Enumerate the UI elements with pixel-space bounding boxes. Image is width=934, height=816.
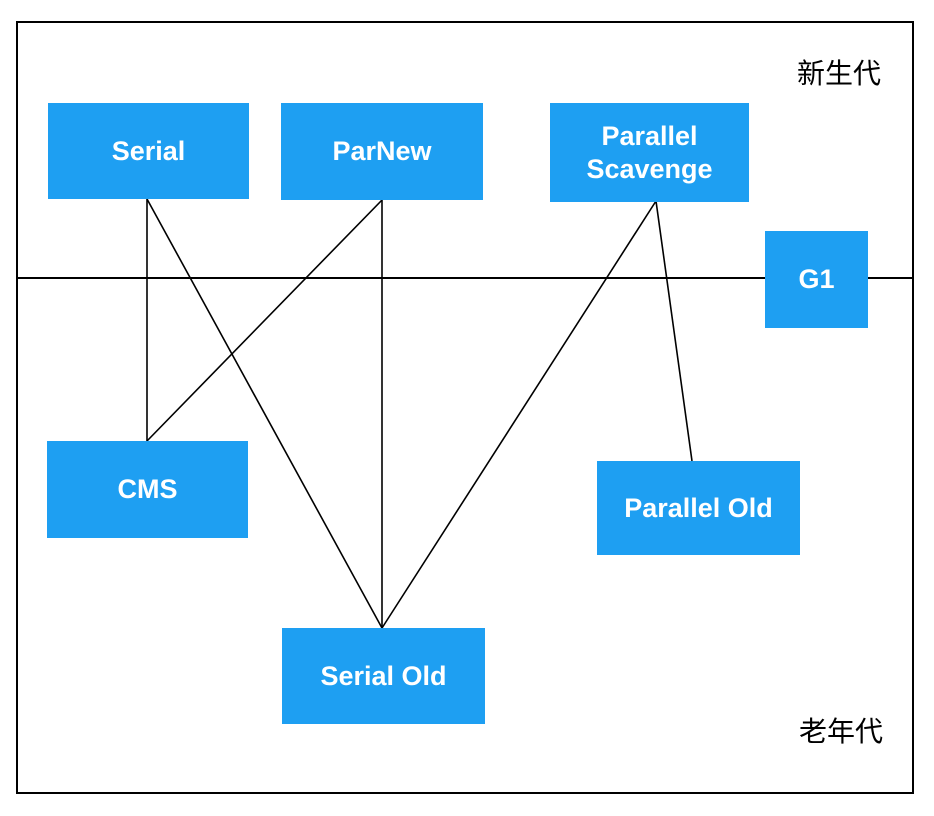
edge-serial-to-serial-old [146,198,383,629]
edge-parallel-scavenge-to-serial-old [381,200,657,629]
young-generation-label: 新生代 [797,58,882,89]
edge-parallel-scavenge-to-parallel-old [655,200,693,462]
edge-parnew-to-cms [146,199,383,442]
old-generation-label: 老年代 [799,716,884,747]
node-cms: CMS [47,441,248,538]
node-parnew: ParNew [281,103,483,200]
node-parallel-old: Parallel Old [597,461,800,555]
heap-boundary-box [16,21,914,794]
generation-divider-line [16,277,914,279]
node-g1: G1 [765,231,868,328]
node-serial-old: Serial Old [282,628,485,724]
node-parallel-scavenge: Parallel Scavenge [550,103,749,202]
node-serial: Serial [48,103,249,199]
